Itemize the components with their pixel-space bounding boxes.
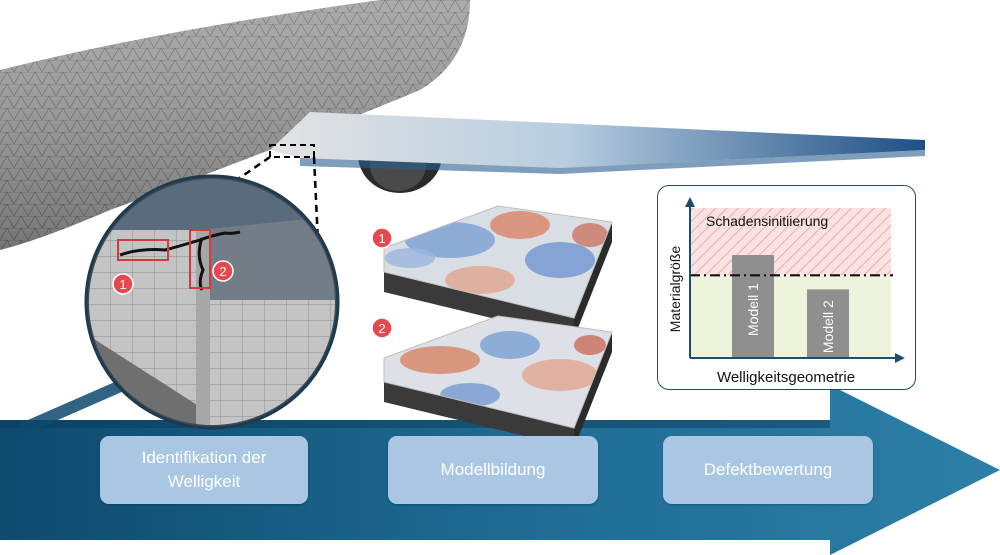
stage-modelling: Modellbildung — [388, 436, 598, 504]
fuselage — [0, 0, 470, 250]
bar-2 — [807, 289, 849, 358]
marker-tile-2: 2 — [371, 317, 393, 339]
marker-mag-2-label: 2 — [219, 264, 226, 279]
stage-identification-line1: Identifikation der — [141, 448, 267, 467]
bar-1-label: Modell 1 — [745, 283, 761, 336]
bar-1 — [732, 255, 774, 358]
marker-mag-1-label: 1 — [119, 277, 126, 292]
safe-zone — [690, 275, 891, 358]
stage-defect-evaluation: Defektbewertung — [663, 436, 873, 504]
stage-defect-evaluation-label: Defektbewertung — [703, 460, 833, 479]
marker-mag-2: 2 — [212, 260, 234, 282]
x-axis-label: Welligkeitsgeometrie — [717, 369, 855, 386]
bar-2-label: Modell 2 — [820, 300, 836, 353]
wing — [270, 112, 925, 174]
y-axis-label: Materialgröße — [667, 246, 683, 333]
magnifier-detail — [84, 174, 340, 430]
defect-chart: Modell 1 Modell 2 Schadensinitiierung Mat… — [667, 197, 905, 386]
damage-zone — [690, 208, 891, 276]
zoom-connector — [117, 144, 322, 286]
zone-label: Schadensinitiierung — [706, 213, 828, 229]
stage-identification: Identifikation der Welligkeit — [100, 436, 308, 504]
marker-tile-2-label: 2 — [378, 321, 385, 336]
marker-tile-1: 1 — [371, 227, 393, 249]
defect-chart-panel: Modell 1 Modell 2 Schadensinitiierung Mat… — [657, 185, 916, 390]
stage-modelling-label: Modellbildung — [440, 460, 546, 479]
y-axis-arrowhead — [685, 197, 695, 207]
x-axis-arrowhead — [895, 353, 905, 363]
marker-mag-1: 1 — [112, 273, 134, 295]
stage-identification-line2: Welligkeit — [167, 472, 241, 491]
marker-tile-1-label: 1 — [378, 231, 385, 246]
